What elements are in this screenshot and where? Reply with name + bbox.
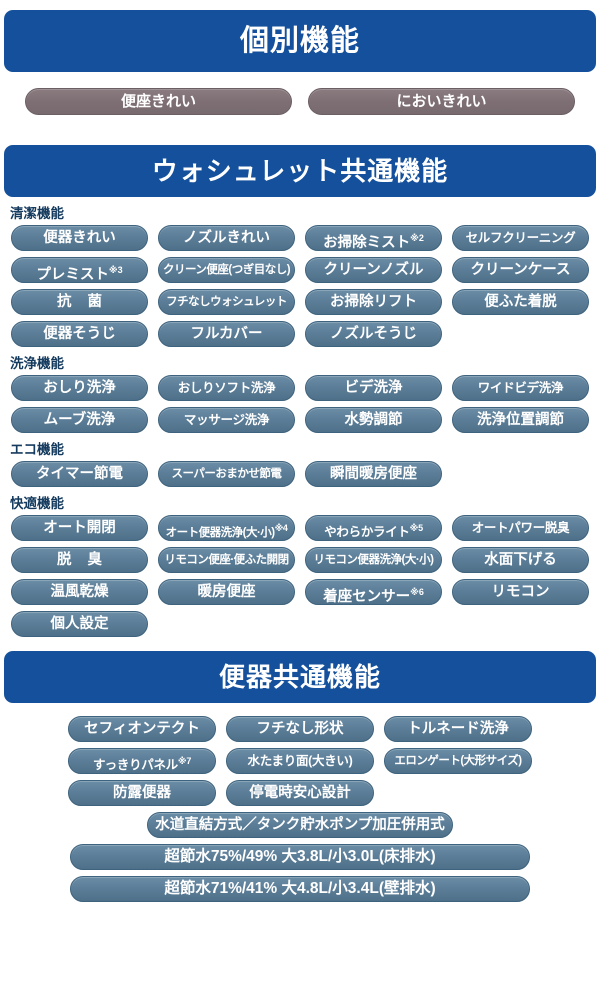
feature-pill-benza-kirei[interactable]: 便座きれい bbox=[25, 88, 292, 115]
feature-pill[interactable]: 温風乾燥 bbox=[11, 579, 148, 605]
feature-pill[interactable]: フルカバー bbox=[158, 321, 295, 347]
category-label: 快適機能 bbox=[10, 496, 64, 511]
feature-pill[interactable]: 超節水71%/41% 大4.8L/小3.4L(壁排水) bbox=[70, 876, 530, 902]
feature-grid: 便器きれいノズルきれいお掃除ミスト※2 セルフクリーニングプレミスト※3 クリーン便… bbox=[11, 225, 589, 347]
feature-pill[interactable]: フチなしウォシュレット bbox=[158, 289, 295, 315]
feature-pill[interactable]: ビデ洗浄 bbox=[305, 375, 442, 401]
feature-pill[interactable]: リモコン便器洗浄(大·小) bbox=[305, 547, 442, 573]
feature-pill[interactable]: セフィオンテクト bbox=[68, 716, 216, 742]
feature-pill[interactable]: オート便器洗浄(大·小)※4 bbox=[158, 515, 295, 541]
feature-pill[interactable]: おしりソフト洗浄 bbox=[158, 375, 295, 401]
feature-pill[interactable]: セルフクリーニング bbox=[452, 225, 589, 251]
individual-pill-row: 便座きれい においきれい bbox=[25, 88, 575, 115]
feature-pill[interactable]: 瞬間暖房便座 bbox=[305, 461, 442, 487]
feature-pill[interactable]: クリーン便座(つぎ目なし) bbox=[158, 257, 295, 283]
category-label: 洗浄機能 bbox=[10, 356, 64, 371]
section-banner-washlet: ウォシュレット共通機能 bbox=[4, 145, 596, 197]
feature-pill[interactable]: ノズルそうじ bbox=[305, 321, 442, 347]
bowl-wide-row: 超節水71%/41% 大4.8L/小3.4L(壁排水) bbox=[0, 876, 600, 902]
bowl-pill-grid: セフィオンテクトフチなし形状トルネード洗浄すっきりパネル※7 水たまり面(大きい)… bbox=[0, 716, 600, 806]
feature-pill-nioi-kirei[interactable]: においきれい bbox=[308, 88, 575, 115]
feature-pill[interactable]: すっきりパネル※7 bbox=[68, 748, 216, 774]
category-label: 清潔機能 bbox=[10, 206, 64, 221]
feature-pill[interactable]: トルネード洗浄 bbox=[384, 716, 532, 742]
feature-pill[interactable]: 抗 菌 bbox=[11, 289, 148, 315]
feature-pill[interactable]: 暖房便座 bbox=[158, 579, 295, 605]
feature-pill[interactable]: 便器そうじ bbox=[11, 321, 148, 347]
section-banner-individual: 個別機能 bbox=[4, 10, 596, 72]
footnote-marker: ※4 bbox=[274, 523, 288, 533]
feature-pill[interactable]: 便器きれい bbox=[11, 225, 148, 251]
feature-pill[interactable]: エロンゲート(大形サイズ) bbox=[384, 748, 532, 774]
feature-pill[interactable]: 防露便器 bbox=[68, 780, 216, 806]
category-label: エコ機能 bbox=[10, 442, 64, 457]
feature-pill[interactable]: 洗浄位置調節 bbox=[452, 407, 589, 433]
bowl-wide-row: 水道直結方式／タンク貯水ポンプ加圧併用式 bbox=[0, 812, 600, 838]
feature-pill[interactable]: 水面下げる bbox=[452, 547, 589, 573]
section-banner-bowl: 便器共通機能 bbox=[4, 651, 596, 703]
feature-pill[interactable]: おしり洗浄 bbox=[11, 375, 148, 401]
feature-pill[interactable]: 便ふた着脱 bbox=[452, 289, 589, 315]
bowl-feature-grid: セフィオンテクトフチなし形状トルネード洗浄すっきりパネル※7 水たまり面(大きい)… bbox=[0, 716, 600, 806]
footnote-marker: ※3 bbox=[108, 265, 123, 275]
feature-pill[interactable]: マッサージ洗浄 bbox=[158, 407, 295, 433]
feature-pill[interactable]: スーパーおまかせ節電 bbox=[158, 461, 295, 487]
footnote-marker: ※2 bbox=[410, 233, 424, 243]
feature-grid: おしり洗浄おしりソフト洗浄ビデ洗浄ワイドビデ洗浄ムーブ洗浄マッサージ洗浄水勢調節… bbox=[11, 375, 589, 433]
bowl-wide-rows: 水道直結方式／タンク貯水ポンプ加圧併用式超節水75%/49% 大3.8L/小3.… bbox=[0, 812, 600, 902]
feature-pill[interactable]: リモコン便座·便ふた開閉 bbox=[158, 547, 295, 573]
feature-pill[interactable]: 脱 臭 bbox=[11, 547, 148, 573]
feature-pill[interactable]: クリーンケース bbox=[452, 257, 589, 283]
feature-pill[interactable]: ノズルきれい bbox=[158, 225, 295, 251]
feature-pill[interactable]: クリーンノズル bbox=[305, 257, 442, 283]
feature-pill[interactable]: お掃除ミスト※2 bbox=[305, 225, 442, 251]
feature-pill[interactable]: 個人設定 bbox=[11, 611, 148, 637]
feature-list-page: 個別機能 便座きれい においきれい ウォシュレット共通機能 清潔機能便器きれいノ… bbox=[0, 10, 600, 902]
feature-pill[interactable]: オートパワー脱臭 bbox=[452, 515, 589, 541]
footnote-marker: ※7 bbox=[177, 756, 192, 766]
feature-pill[interactable]: タイマー節電 bbox=[11, 461, 148, 487]
feature-pill[interactable]: ワイドビデ洗浄 bbox=[452, 375, 589, 401]
footnote-marker: ※5 bbox=[409, 523, 423, 533]
feature-pill[interactable]: 水たまり面(大きい) bbox=[226, 748, 374, 774]
feature-pill[interactable]: 停電時安心設計 bbox=[226, 780, 374, 806]
feature-pill[interactable]: 水道直結方式／タンク貯水ポンプ加圧併用式 bbox=[147, 812, 453, 838]
feature-pill[interactable]: 水勢調節 bbox=[305, 407, 442, 433]
feature-grid: タイマー節電スーパーおまかせ節電瞬間暖房便座 bbox=[11, 461, 589, 487]
feature-pill[interactable]: やわらかライト※5 bbox=[305, 515, 442, 541]
washlet-categories: 清潔機能便器きれいノズルきれいお掃除ミスト※2 セルフクリーニングプレミスト※3 ク… bbox=[0, 206, 600, 637]
feature-pill[interactable]: ムーブ洗浄 bbox=[11, 407, 148, 433]
feature-pill[interactable]: リモコン bbox=[452, 579, 589, 605]
feature-pill[interactable]: 着座センサー※6 bbox=[305, 579, 442, 605]
footnote-marker: ※6 bbox=[410, 587, 424, 597]
feature-pill[interactable]: プレミスト※3 bbox=[11, 257, 148, 283]
feature-pill[interactable]: フチなし形状 bbox=[226, 716, 374, 742]
feature-pill[interactable]: オート開閉 bbox=[11, 515, 148, 541]
feature-pill[interactable]: お掃除リフト bbox=[305, 289, 442, 315]
feature-pill[interactable]: 超節水75%/49% 大3.8L/小3.0L(床排水) bbox=[70, 844, 530, 870]
bowl-wide-row: 超節水75%/49% 大3.8L/小3.0L(床排水) bbox=[0, 844, 600, 870]
